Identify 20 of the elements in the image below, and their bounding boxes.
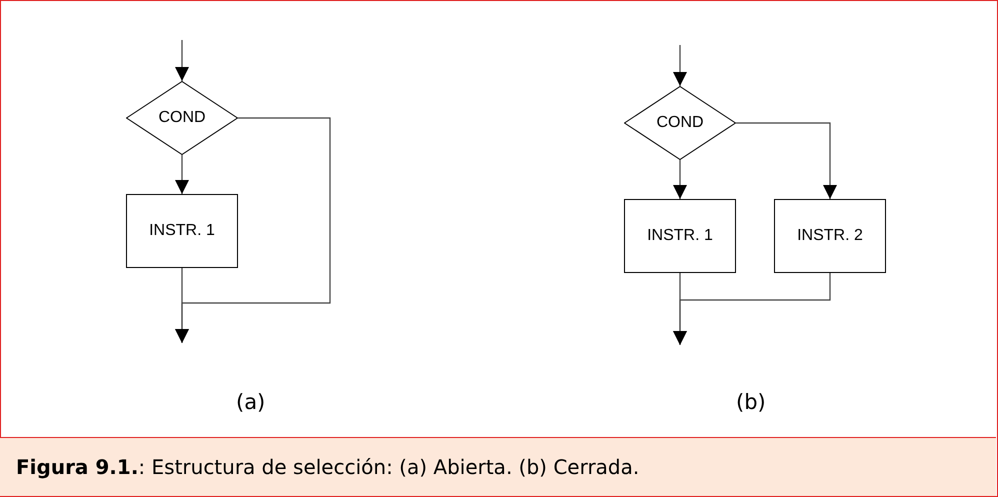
- decision-diamond: [126, 81, 238, 155]
- node-label: COND: [656, 114, 704, 132]
- arrow: [736, 122, 837, 199]
- node-label: COND: [158, 109, 206, 127]
- process-box: [624, 199, 736, 273]
- arrow: [673, 45, 687, 86]
- process-box: [774, 199, 886, 273]
- panel-label: (a): [236, 390, 266, 414]
- arrow: [175, 40, 189, 81]
- node-label: INSTR. 1: [647, 227, 713, 245]
- arrow: [175, 155, 189, 194]
- arrow: [673, 160, 687, 199]
- arrow: [673, 273, 831, 345]
- process-box: [126, 194, 238, 268]
- node-label: INSTR. 1: [149, 222, 215, 240]
- panel-label: (b): [736, 390, 766, 414]
- arrow: [175, 117, 331, 343]
- decision-diamond: [624, 86, 736, 160]
- figure-caption: Figura 9.1.: Estructura de selección: (a) Abierta. (b) Cerrada.: [16, 455, 640, 479]
- node-label: INSTR. 2: [797, 227, 863, 245]
